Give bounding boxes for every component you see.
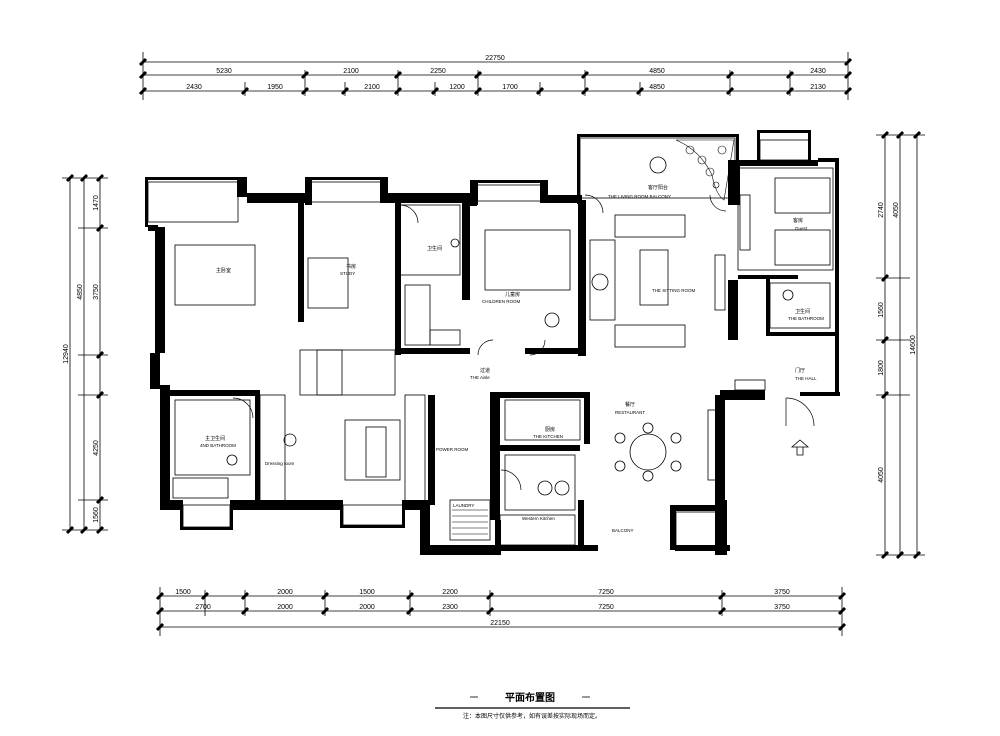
dim-bot-1c: 1500 xyxy=(359,589,375,596)
label-living-balcony: THE LIVING ROOM BALCONY xyxy=(608,194,671,199)
label-children-room-cn: 儿童房 xyxy=(505,291,520,298)
label-guest-cn: 客房 xyxy=(793,217,803,224)
dim-left-b: 3750 xyxy=(93,284,100,300)
laundry-hatch xyxy=(452,509,488,535)
dim-right-d: 1800 xyxy=(878,360,885,376)
label-western-kitchen: Western Kitchen xyxy=(522,516,555,521)
dim-right-a: 2740 xyxy=(878,202,885,218)
dim-bot-2d: 2300 xyxy=(442,604,458,611)
label-power-room: POWER ROOM xyxy=(436,447,469,452)
label-study: STUDY xyxy=(340,271,355,276)
label-master-bath: 4ND BATHROOM xyxy=(200,443,236,448)
dim-top-total: 22750 xyxy=(485,55,505,62)
dim-right-e: 4050 xyxy=(878,467,885,483)
label-laundry: LAUNDRY xyxy=(453,503,474,508)
dim-right-total: 14600 xyxy=(910,335,917,355)
walls xyxy=(145,130,840,555)
label-restaurant: RESTAURANT xyxy=(615,410,645,415)
label-dressing: Dressing room xyxy=(265,461,295,466)
label-guest-bath-cn: 卫生间 xyxy=(795,308,810,315)
dim-top-1d: 4850 xyxy=(649,68,665,75)
label-hall: THE HALL xyxy=(795,376,817,381)
dim-bot-2c: 2000 xyxy=(359,604,375,611)
planter xyxy=(675,139,735,201)
label-restaurant-cn: 餐厅 xyxy=(625,401,635,408)
label-guest-bath: THE BATHROOM xyxy=(788,316,824,321)
dim-top-2g: 2130 xyxy=(810,84,826,91)
right-dimensions xyxy=(876,134,925,556)
dim-bot-1f: 3750 xyxy=(774,589,790,596)
dim-bot-2b: 2000 xyxy=(277,604,293,611)
label-balcony: BALCONY xyxy=(612,528,634,533)
dim-top-2c: 2100 xyxy=(364,84,380,91)
dim-right-b: 4050 xyxy=(893,202,900,218)
label-bathroom1: 卫生间 xyxy=(427,245,442,252)
dim-bot-2a: 2700 xyxy=(195,604,211,611)
dim-left-total: 12940 xyxy=(63,344,70,364)
label-study-cn: 书房 xyxy=(346,263,356,270)
label-aisle: THE Aisle xyxy=(470,375,490,380)
dim-bot-2f: 3750 xyxy=(774,604,790,611)
dim-top-2e: 1700 xyxy=(502,84,518,91)
dim-top-2b: 1950 xyxy=(267,84,283,91)
dim-left-e: 1560 xyxy=(93,507,100,523)
dim-bot-1e: 7250 xyxy=(598,589,614,596)
label-living-balcony-cn: 客厅阳台 xyxy=(648,184,668,191)
dim-top-2f: 4850 xyxy=(649,84,665,91)
dim-left-a: 1470 xyxy=(93,195,100,211)
doors xyxy=(232,194,815,491)
plan-note: 注：本图尺寸仅供参考，如有误差按实际现场而定。 xyxy=(463,712,601,720)
label-children-room: CHILDREN ROOM xyxy=(482,299,521,304)
windows-and-fixtures xyxy=(147,137,834,548)
dim-top-1b: 2100 xyxy=(343,68,359,75)
dim-bot-1b: 2000 xyxy=(277,589,293,596)
room-labels: 主卧室 书房 STUDY 儿童房 CHILDREN ROOM 卫生间 客厅阳台 … xyxy=(200,184,824,533)
furniture-circles xyxy=(226,156,794,496)
entry-arrow-icon xyxy=(790,439,810,456)
dim-top-1e: 2430 xyxy=(810,68,826,75)
dim-bot-total: 22150 xyxy=(490,620,510,627)
dim-top-1c: 2250 xyxy=(430,68,446,75)
label-kitchen-cn: 厨房 xyxy=(545,426,555,433)
label-guest: Guest xyxy=(795,226,808,231)
label-hall-cn: 门厅 xyxy=(795,367,805,374)
dim-bot-2e: 7250 xyxy=(598,604,614,611)
label-kitchen: THE KITCHEN xyxy=(533,434,563,439)
plan-title: 平面布置图 xyxy=(505,691,555,704)
label-master-bedroom: 主卧室 xyxy=(216,267,231,274)
dim-bot-1a: 1500 xyxy=(175,589,191,596)
label-aisle-cn: 过道 xyxy=(480,367,490,374)
dim-right-c: 1560 xyxy=(878,302,885,318)
dim-top-1a: 5230 xyxy=(216,68,232,75)
left-dimensions xyxy=(62,177,108,531)
dim-left-c: 4850 xyxy=(77,284,84,300)
dim-bot-1d: 2200 xyxy=(442,589,458,596)
dim-left-d: 4250 xyxy=(93,440,100,456)
bottom-dimensions xyxy=(159,587,843,636)
dim-top-2a: 2430 xyxy=(186,84,202,91)
label-master-bath-cn: 主卫生间 xyxy=(205,435,225,442)
label-sitting-room: THE SITTING ROOM xyxy=(652,288,696,293)
dim-top-2d: 1200 xyxy=(449,84,465,91)
drawing-title: 平面布置图 注：本图尺寸仅供参考，如有误差按实际现场而定。 xyxy=(435,691,630,720)
